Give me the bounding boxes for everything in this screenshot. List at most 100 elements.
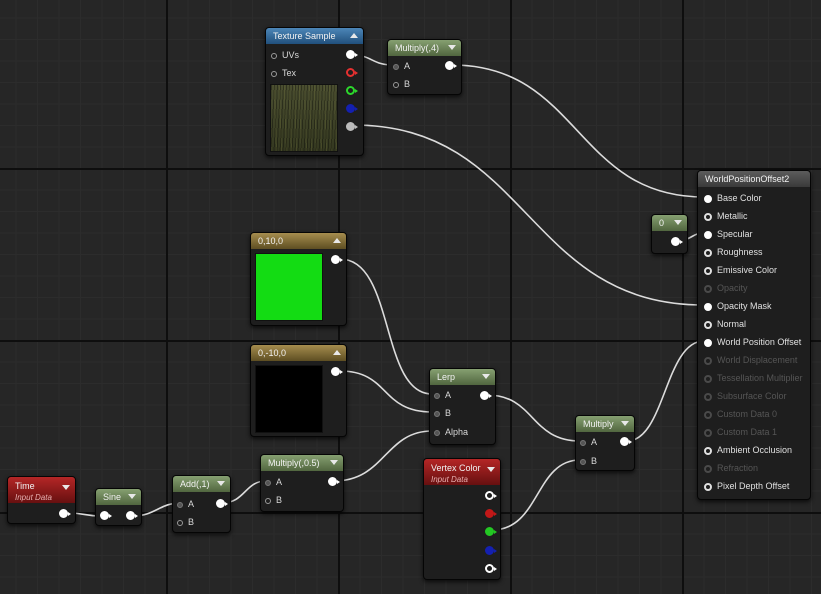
input-pin-b[interactable]: B (434, 407, 451, 419)
output-pin[interactable] (328, 477, 340, 486)
input-pin-a[interactable]: A (265, 476, 282, 488)
pin-icon[interactable] (704, 446, 712, 455)
pin-icon[interactable] (704, 392, 712, 401)
input-pin-specular[interactable]: Specular (704, 228, 753, 240)
output-pin[interactable] (331, 255, 343, 264)
input-pin-a[interactable]: A (393, 60, 410, 72)
pin-icon[interactable] (704, 482, 712, 491)
pin-icon[interactable] (580, 458, 586, 465)
input-pin-tex[interactable]: Tex (271, 67, 296, 79)
node-header[interactable]: Lerp (430, 369, 495, 385)
collapse-arrow-icon[interactable] (62, 485, 70, 490)
collapse-arrow-icon[interactable] (333, 350, 341, 355)
collapse-arrow-icon[interactable] (448, 45, 456, 50)
pin-icon[interactable] (704, 212, 712, 221)
pin-icon[interactable] (393, 81, 399, 88)
output-pin-g[interactable] (346, 86, 358, 95)
add-1-node[interactable]: Add(,1) A B (172, 475, 231, 533)
multiply-node[interactable]: Multiply A B (575, 415, 635, 471)
output-pin[interactable] (620, 437, 632, 446)
input-pin-world-displacement[interactable]: World Displacement (704, 354, 797, 366)
output-pin-rgb[interactable] (346, 50, 358, 59)
multiply-4-node[interactable]: Multiply(,4) A B (387, 39, 462, 95)
pin-icon[interactable] (704, 320, 712, 329)
output-pin-a[interactable] (485, 564, 497, 573)
time-node[interactable]: Time Input Data (7, 476, 76, 524)
input-pin[interactable] (100, 511, 112, 520)
collapse-arrow-icon[interactable] (482, 374, 490, 379)
input-pin-b[interactable]: B (177, 516, 194, 528)
node-header[interactable]: Texture Sample (266, 28, 363, 44)
pin-icon[interactable] (704, 338, 712, 347)
pin-icon[interactable] (704, 194, 712, 203)
input-pin-roughness[interactable]: Roughness (704, 246, 763, 258)
output-pin[interactable] (216, 499, 228, 508)
node-header[interactable]: Multiply(,4) (388, 40, 461, 56)
collapse-arrow-icon[interactable] (674, 220, 682, 225)
node-header[interactable]: WorldPositionOffset2 (698, 171, 810, 187)
input-pin-opacity[interactable]: Opacity (704, 282, 748, 294)
constant-vector-green-node[interactable]: 0,10,0 (250, 232, 347, 326)
input-pin-metallic[interactable]: Metallic (704, 210, 748, 222)
output-pin[interactable] (671, 237, 683, 246)
output-pin-r[interactable] (346, 68, 358, 77)
constant-0-node[interactable]: 0 (651, 214, 688, 254)
input-pin-tessellation-multiplier[interactable]: Tessellation Multiplier (704, 372, 803, 384)
input-pin-world-position-offset[interactable]: World Position Offset (704, 336, 801, 348)
input-pin-uvs[interactable]: UVs (271, 49, 299, 61)
output-pin-r[interactable] (485, 509, 497, 518)
pin-icon[interactable] (271, 52, 277, 59)
input-pin-a[interactable]: A (177, 498, 194, 510)
output-pin[interactable] (445, 61, 457, 70)
node-header[interactable]: Time Input Data (8, 477, 75, 503)
pin-icon[interactable] (704, 356, 712, 365)
pin-icon[interactable] (434, 392, 440, 399)
input-pin-normal[interactable]: Normal (704, 318, 746, 330)
node-header[interactable]: Add(,1) (173, 476, 230, 492)
input-pin-opacity-mask[interactable]: Opacity Mask (704, 300, 772, 312)
input-pin-subsurface-color[interactable]: Subsurface Color (704, 390, 787, 402)
pin-icon[interactable] (434, 410, 440, 417)
collapse-arrow-icon[interactable] (333, 238, 341, 243)
pin-icon[interactable] (704, 374, 712, 383)
input-pin-a[interactable]: A (580, 436, 597, 448)
node-header[interactable]: Sine (96, 489, 141, 505)
input-pin-pixel-depth-offset[interactable]: Pixel Depth Offset (704, 480, 789, 492)
collapse-arrow-icon[interactable] (128, 494, 136, 499)
output-pin[interactable] (126, 511, 138, 520)
pin-icon[interactable] (704, 266, 712, 275)
pin-icon[interactable] (704, 284, 712, 293)
pin-icon[interactable] (704, 302, 712, 311)
pin-icon[interactable] (434, 429, 440, 436)
input-pin-b[interactable]: B (393, 78, 410, 90)
node-header[interactable]: 0,10,0 (251, 233, 346, 249)
pin-icon[interactable] (393, 63, 399, 70)
output-pin-a[interactable] (346, 122, 358, 131)
output-pin-b[interactable] (485, 546, 497, 555)
node-header[interactable]: Multiply (576, 416, 634, 432)
input-pin-base-color[interactable]: Base Color (704, 192, 762, 204)
pin-icon[interactable] (265, 479, 271, 486)
texture-sample-node[interactable]: Texture Sample UVs Tex (265, 27, 364, 156)
collapse-arrow-icon[interactable] (621, 421, 629, 426)
input-pin-ambient-occlusion[interactable]: Ambient Occlusion (704, 444, 792, 456)
pin-icon[interactable] (580, 439, 586, 446)
output-pin[interactable] (480, 391, 492, 400)
material-result-node[interactable]: WorldPositionOffset2 Base Color Metallic… (697, 170, 811, 500)
input-pin-b[interactable]: B (265, 494, 282, 506)
pin-icon[interactable] (177, 501, 183, 508)
node-header[interactable]: 0 (652, 215, 687, 231)
output-pin[interactable] (59, 509, 71, 518)
multiply-0-5-node[interactable]: Multiply(,0.5) A B (260, 454, 344, 512)
input-pin-custom-data-0[interactable]: Custom Data 0 (704, 408, 777, 420)
pin-icon[interactable] (704, 248, 712, 257)
node-header[interactable]: Vertex Color Input Data (424, 459, 500, 485)
pin-icon[interactable] (177, 519, 183, 526)
pin-icon[interactable] (704, 230, 712, 239)
output-pin-rgb[interactable] (485, 491, 497, 500)
pin-icon[interactable] (265, 497, 271, 504)
output-pin-b[interactable] (346, 104, 358, 113)
node-header[interactable]: Multiply(,0.5) (261, 455, 343, 471)
input-pin-alpha[interactable]: Alpha (434, 426, 468, 438)
collapse-arrow-icon[interactable] (487, 467, 495, 472)
